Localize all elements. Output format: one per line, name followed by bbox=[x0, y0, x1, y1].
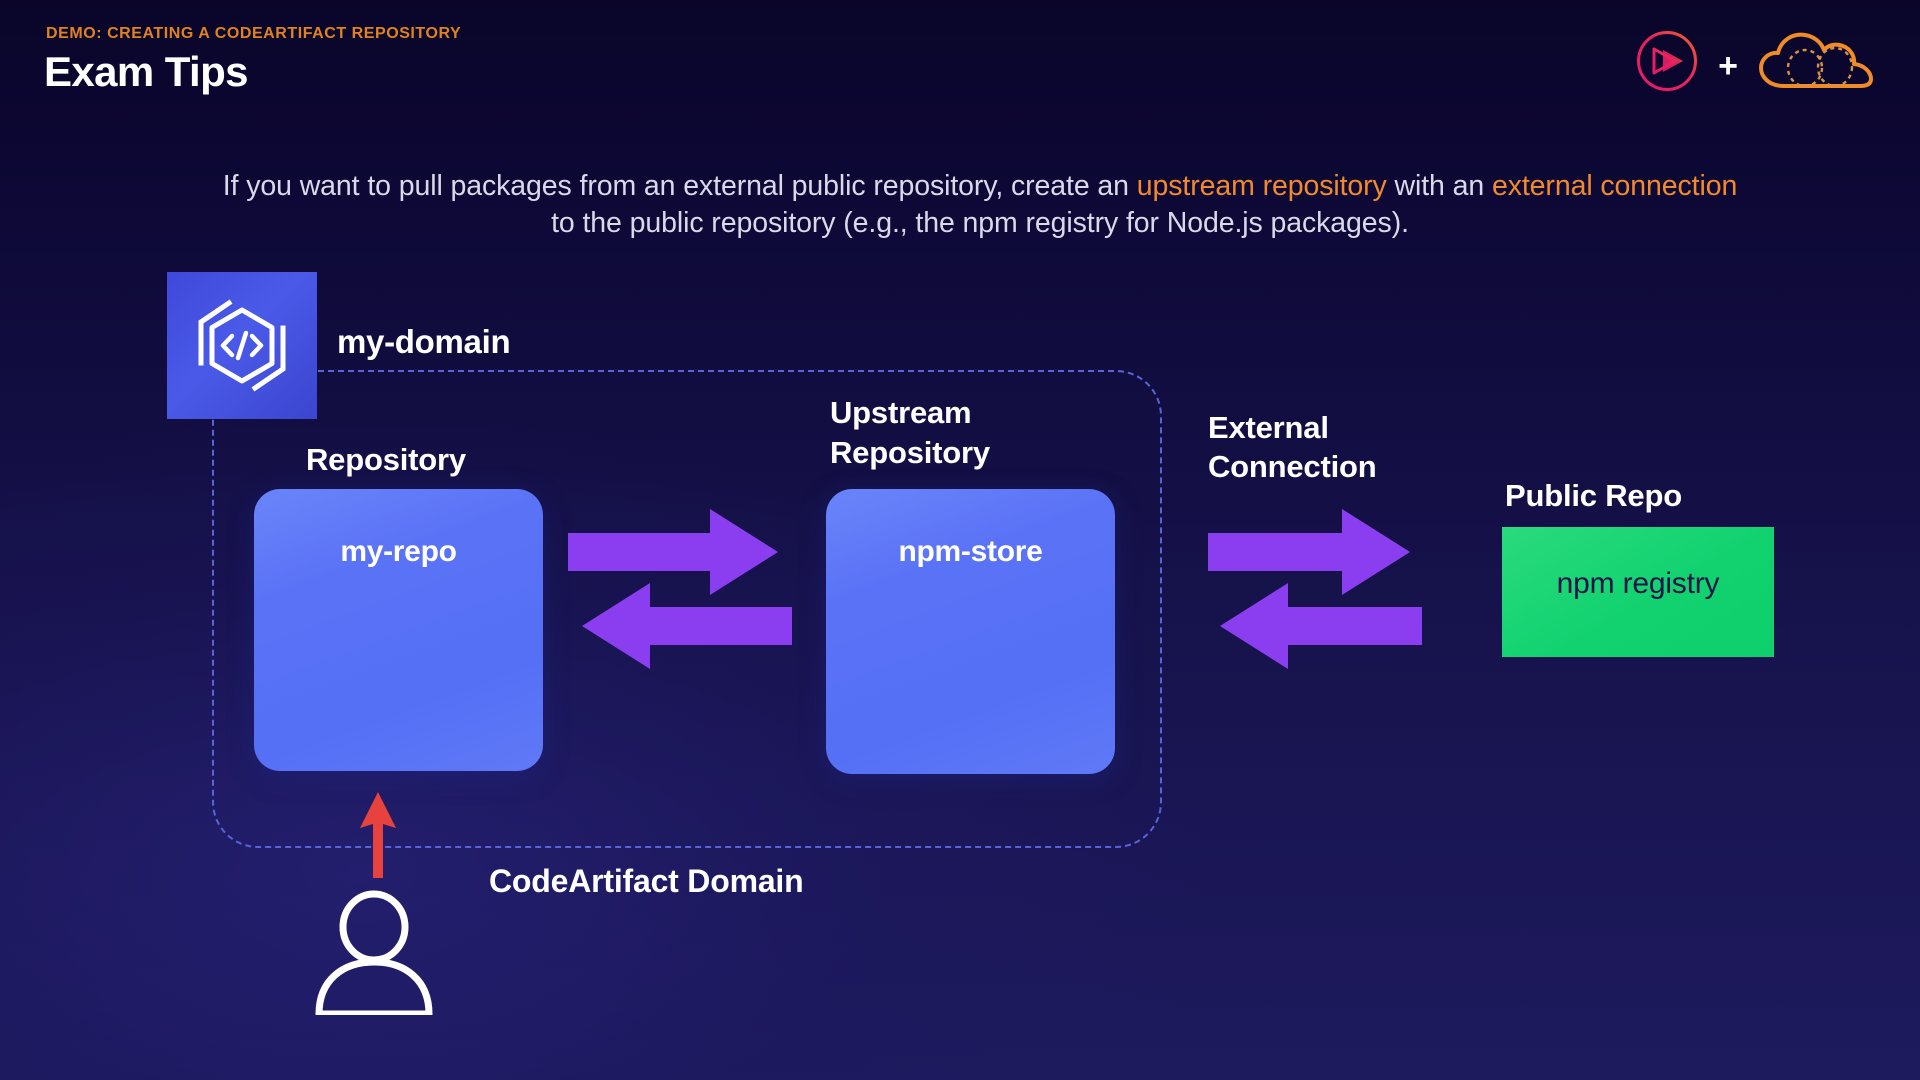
page-title: Exam Tips bbox=[44, 48, 249, 95]
codeartifact-domain-boundary bbox=[212, 370, 1162, 848]
plus-separator: + bbox=[1718, 46, 1738, 85]
domain-name-label: my-domain bbox=[337, 323, 511, 360]
red-up-arrow-icon bbox=[355, 790, 401, 885]
public-repo-title: Public Repo bbox=[1505, 478, 1682, 513]
repository-title: Repository bbox=[306, 442, 466, 477]
codeartifact-domain-caption: CodeArtifact Domain bbox=[489, 863, 804, 899]
repository-box: my-repo bbox=[254, 489, 543, 771]
upstream-title-line2: Repository bbox=[830, 435, 990, 470]
intro-highlight-external-connection: external connection bbox=[1491, 170, 1738, 202]
intro-paragraph: If you want to pull packages from an ext… bbox=[210, 168, 1750, 242]
slide-eyebrow: DEMO: CREATING A CODEARTIFACT REPOSITORY bbox=[46, 25, 462, 42]
external-connection-line1: External bbox=[1208, 410, 1329, 445]
arrow-left-icon bbox=[582, 583, 792, 669]
play-triangle-logo-icon bbox=[1634, 28, 1700, 99]
public-repo-name: npm registry bbox=[1556, 567, 1720, 600]
codeartifact-service-tile bbox=[167, 272, 317, 419]
upstream-repository-name: npm-store bbox=[898, 535, 1043, 568]
arrow-right-icon bbox=[568, 509, 778, 595]
public-repo-box: npm registry bbox=[1502, 527, 1774, 657]
intro-text-3: to the public repository (e.g., the npm … bbox=[551, 207, 1409, 239]
intro-highlight-upstream: upstream repository bbox=[1136, 170, 1387, 202]
repository-name: my-repo bbox=[340, 535, 457, 568]
intro-text-2: with an bbox=[1386, 170, 1492, 202]
logo-row: + bbox=[1634, 28, 1876, 99]
arrow-right-icon bbox=[1208, 509, 1410, 595]
upstream-title-line1: Upstream bbox=[830, 395, 972, 430]
orange-cloud-logo-icon bbox=[1756, 28, 1876, 99]
bidirectional-arrow-upstream-public bbox=[1200, 500, 1430, 685]
user-person-icon bbox=[313, 890, 435, 1020]
external-connection-line2: Connection bbox=[1208, 449, 1377, 484]
bidirectional-arrow-repo-upstream bbox=[560, 500, 800, 685]
upstream-repository-box: npm-store bbox=[826, 489, 1115, 774]
codeartifact-hexagon-code-icon bbox=[198, 299, 286, 392]
intro-text-1: If you want to pull packages from an ext… bbox=[222, 170, 1137, 202]
arrow-left-icon bbox=[1220, 583, 1422, 669]
